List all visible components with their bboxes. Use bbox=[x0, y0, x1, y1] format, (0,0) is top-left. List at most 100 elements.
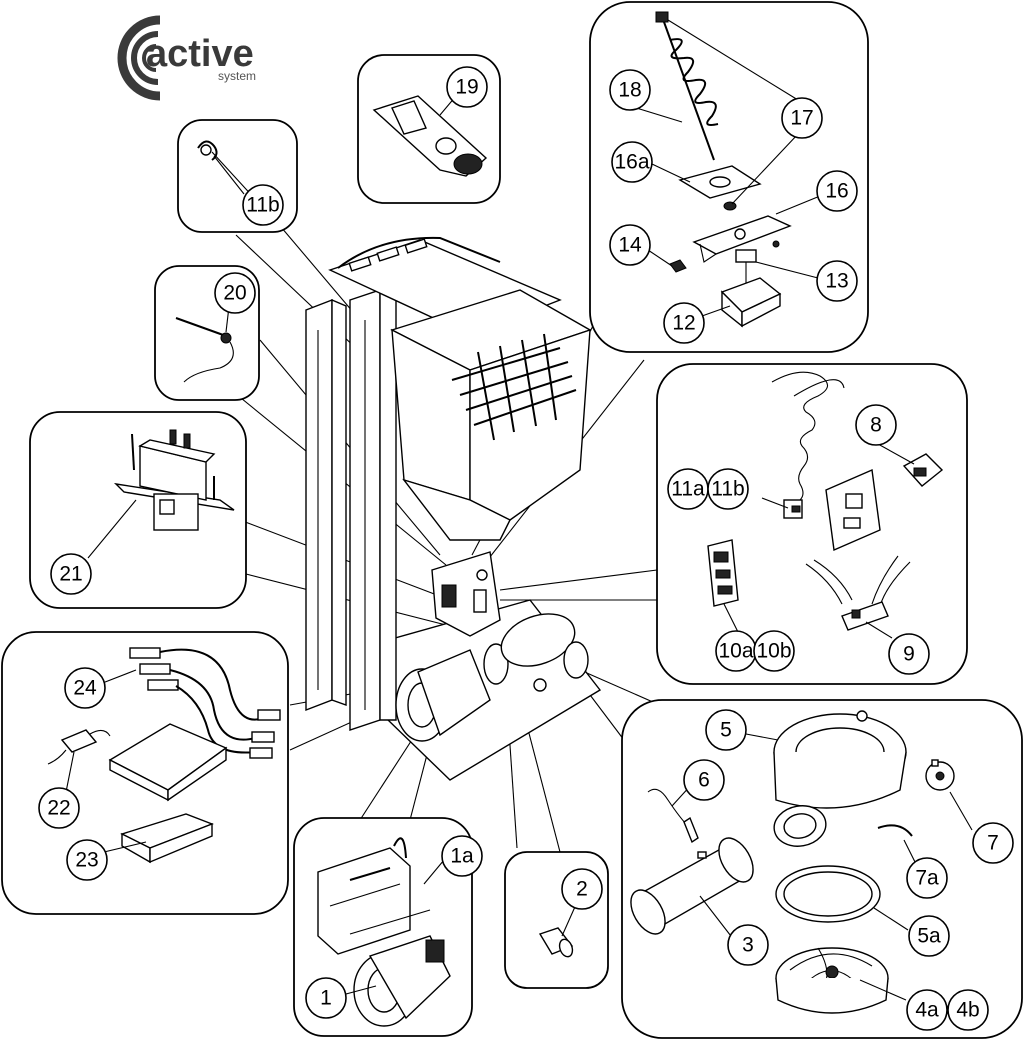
callout-3-label: 3 bbox=[742, 934, 754, 957]
stove-main-assembly bbox=[305, 236, 602, 781]
callout-24-label: 24 bbox=[73, 677, 97, 700]
remote-control-part bbox=[372, 95, 488, 177]
callout-4a-label: 4a bbox=[915, 999, 939, 1022]
callout-6: 6 bbox=[683, 759, 725, 801]
callout-17: 17 bbox=[781, 97, 823, 139]
callout-1: 1 bbox=[305, 977, 347, 1019]
callout-7a-label: 7a bbox=[915, 867, 939, 890]
display-board-part bbox=[707, 539, 739, 607]
callout-3: 3 bbox=[727, 924, 769, 966]
callout-11a-label: 11a bbox=[671, 478, 705, 501]
sleeve-part bbox=[538, 927, 574, 958]
panel-electrical-components bbox=[656, 363, 968, 685]
fuse-holder-part bbox=[902, 453, 944, 487]
logo-tagline: system bbox=[218, 69, 256, 83]
auger-motor-part bbox=[720, 277, 782, 328]
wiring-harness-part bbox=[129, 647, 281, 759]
callout-17-label: 17 bbox=[790, 107, 813, 130]
pressure-switch-part bbox=[925, 759, 955, 791]
callout-5a: 5a bbox=[908, 915, 950, 957]
callout-16a-label: 16a bbox=[614, 151, 649, 174]
callout-24: 24 bbox=[64, 667, 106, 709]
auger-plate-part bbox=[692, 215, 792, 263]
callout-16: 16 bbox=[816, 170, 858, 212]
callout-11b-panel: 11b bbox=[707, 468, 749, 510]
mounting-plate-part bbox=[825, 468, 881, 552]
active-system-logo-icon bbox=[117, 15, 161, 101]
callout-8: 8 bbox=[855, 404, 897, 446]
callout-8-label: 8 bbox=[870, 414, 882, 437]
callout-1a-label: 1a bbox=[450, 845, 474, 868]
callout-16-label: 16 bbox=[825, 180, 848, 203]
hopper-grid bbox=[451, 333, 577, 441]
callout-9-label: 9 bbox=[903, 643, 915, 666]
fan-gasket-part bbox=[775, 865, 881, 923]
callout-11b-panel-label: 11b bbox=[711, 478, 744, 501]
auger-gasket-part bbox=[678, 165, 762, 199]
callout-4a: 4a bbox=[906, 989, 948, 1031]
callout-4b: 4b bbox=[947, 989, 989, 1031]
ignition-board-part bbox=[113, 429, 235, 531]
callout-7: 7 bbox=[972, 822, 1014, 864]
callout-14-label: 14 bbox=[618, 234, 642, 257]
callout-2: 2 bbox=[561, 868, 603, 910]
callout-10b-label: 10b bbox=[756, 640, 791, 663]
callout-22: 22 bbox=[38, 787, 80, 829]
brand-logo: active system bbox=[117, 15, 256, 101]
wire-sensor-part bbox=[647, 788, 699, 844]
callout-4b-label: 4b bbox=[956, 999, 979, 1022]
callout-16a: 16a bbox=[611, 141, 653, 183]
callout-labels: 19 11b 20 21 24 22 23 1 1a 2 3 4a 4b 5 5… bbox=[38, 66, 1014, 1031]
callout-19: 19 bbox=[446, 66, 488, 108]
callout-23-label: 23 bbox=[75, 849, 98, 872]
callout-13-label: 13 bbox=[825, 270, 848, 293]
ignition-cartridge-part bbox=[771, 371, 845, 519]
auger-coupling-part bbox=[735, 249, 757, 290]
callout-6-label: 6 bbox=[698, 769, 710, 792]
controller-cover-part bbox=[108, 723, 228, 802]
callout-11b-top: 11b bbox=[242, 184, 284, 226]
probe-part bbox=[175, 317, 234, 383]
fan-impeller-part bbox=[775, 947, 889, 1014]
silicone-tube-part bbox=[877, 824, 913, 837]
combustion-fan-housing-part bbox=[773, 710, 907, 847]
callout-5a-label: 5a bbox=[917, 925, 941, 948]
callout-1a: 1a bbox=[441, 835, 483, 877]
callout-5-label: 5 bbox=[720, 719, 732, 742]
terminal-block-part bbox=[805, 555, 911, 631]
callout-14: 14 bbox=[609, 224, 651, 266]
callout-5: 5 bbox=[705, 709, 747, 751]
callout-20-label: 20 bbox=[223, 282, 246, 305]
exhaust-fan-motor-part bbox=[349, 909, 451, 1027]
exhaust-fan-bracket-part bbox=[317, 837, 411, 955]
callout-11a: 11a bbox=[667, 468, 709, 510]
callout-7-label: 7 bbox=[987, 832, 999, 855]
callout-19-label: 19 bbox=[455, 76, 478, 99]
callout-10a: 10a bbox=[715, 630, 757, 672]
callout-23: 23 bbox=[66, 839, 108, 881]
callout-2-label: 2 bbox=[576, 878, 588, 901]
auger-screw-part bbox=[655, 11, 719, 161]
callout-21-label: 21 bbox=[59, 563, 82, 586]
auger-bushing-part bbox=[723, 201, 737, 211]
callout-10a-label: 10a bbox=[718, 640, 753, 663]
callout-20: 20 bbox=[214, 272, 256, 314]
logo-brand-text: active bbox=[146, 33, 254, 75]
callout-7a: 7a bbox=[906, 857, 948, 899]
callout-18: 18 bbox=[609, 69, 651, 111]
controller-board-part bbox=[120, 813, 214, 864]
callout-13: 13 bbox=[816, 260, 858, 302]
small-sensor-part bbox=[47, 729, 111, 765]
auger-nut-part bbox=[669, 259, 687, 273]
callout-12: 12 bbox=[663, 302, 705, 344]
fan-tube-part bbox=[630, 837, 754, 935]
callout-22-label: 22 bbox=[47, 797, 70, 820]
callout-9: 9 bbox=[888, 633, 930, 675]
callout-12-label: 12 bbox=[672, 312, 695, 335]
callout-10b: 10b bbox=[753, 630, 795, 672]
callout-18-label: 18 bbox=[618, 79, 641, 102]
callout-1-label: 1 bbox=[320, 987, 332, 1010]
callout-11b-top-label: 11b bbox=[246, 194, 279, 217]
callout-21: 21 bbox=[50, 553, 92, 595]
